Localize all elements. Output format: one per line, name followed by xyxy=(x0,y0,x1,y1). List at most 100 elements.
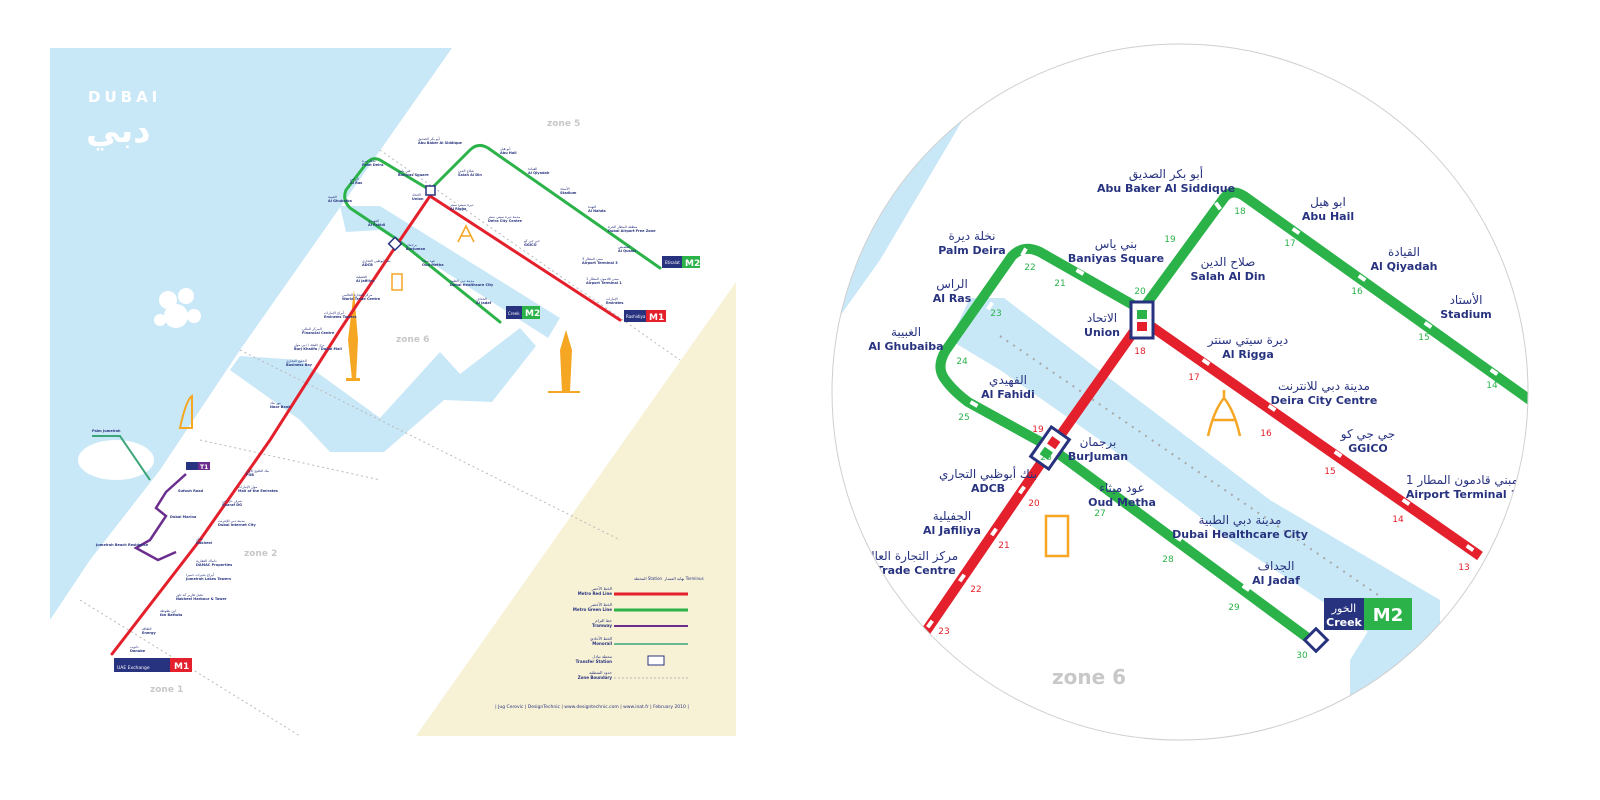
overview-green-label-ar: الغبيبة xyxy=(328,195,337,199)
overview-red-label-en: Business Bay xyxy=(286,363,313,367)
green-station-number: 28 xyxy=(1162,555,1174,565)
palm-jumeirah xyxy=(78,288,201,480)
red-station-number: 21 xyxy=(998,541,1009,551)
badge-m1-uae-exchange[interactable]: UAE Exchange M1 xyxy=(114,658,192,672)
overview-red-label-ar: الخليج التجاري xyxy=(286,359,307,363)
badge-m2-etisalat[interactable]: Etisalat M2 xyxy=(662,256,700,269)
badge-t1[interactable]: T1 xyxy=(186,462,210,471)
green-station-number: 18 xyxy=(1234,207,1246,217)
overview-red-label-ar: مبنى قادمون المطار 1 xyxy=(586,277,619,281)
overview-red-label-ar: بنك الخليج الأول xyxy=(246,468,269,473)
overview-green-label-en: Al Jadaf xyxy=(476,301,492,305)
station-tick[interactable] xyxy=(1267,404,1277,412)
overview-green-label-en: Al Rigga xyxy=(450,207,467,211)
green-station-number: 14 xyxy=(1486,381,1498,391)
badge-m2-creek[interactable]: Creek M2 xyxy=(506,306,540,319)
overview-red-label-ar: بنك أبوظبي التجاري xyxy=(362,258,391,263)
transfer-station-union[interactable] xyxy=(425,185,436,196)
overview-red-label-ar: مدينة ديرة سيتي سنتر xyxy=(487,215,520,219)
station-tick[interactable] xyxy=(1173,534,1183,542)
overview-green-label-en: BurJuman xyxy=(406,247,426,251)
station-tick[interactable] xyxy=(1489,368,1499,376)
overview-green-label-ar: أبو بكر الصديق xyxy=(418,136,440,141)
legend-label-ar: الخط الأحمر xyxy=(591,586,612,591)
overview-red-label-ar: مول الإمارات xyxy=(238,485,257,490)
legend-label-en: Transfer Station xyxy=(576,659,613,664)
overview-green-label-ar: صلاح الدين xyxy=(458,169,474,173)
city-title-ar: دبي xyxy=(86,111,151,151)
station-tick[interactable] xyxy=(969,400,979,408)
station-tick[interactable] xyxy=(1201,358,1211,366)
station-tick[interactable] xyxy=(986,301,994,311)
station-name-ar-alras: الراس xyxy=(936,277,968,292)
badge-line-code: T1 xyxy=(200,464,208,471)
zoom-green-line-north xyxy=(1137,187,1528,405)
green-station-number: 21 xyxy=(1054,279,1065,289)
station-name-ar-palmdeira: نخلة ديرة xyxy=(949,229,996,244)
creek xyxy=(230,328,536,452)
red-station-number: 13 xyxy=(1458,563,1469,573)
station-tick[interactable] xyxy=(1105,484,1115,492)
badge-m1-rashidiya[interactable]: Rashidiya M1 xyxy=(624,310,666,323)
city-title-en: DUBAI xyxy=(88,88,161,106)
overview-green-label-ar: القصيص xyxy=(618,245,630,249)
station-tick[interactable] xyxy=(990,527,998,537)
overview-green-label-en: Al Nahda xyxy=(588,209,606,213)
station-tick[interactable] xyxy=(1465,544,1475,552)
station-name-ar-wtc: مركز التجارة العال xyxy=(866,549,958,564)
station-tick[interactable] xyxy=(1357,274,1367,282)
station-name-en-healthcare: Dubai Healthcare City xyxy=(1172,528,1308,541)
station-name-ar-jafiliya: الجفيلية xyxy=(933,509,971,523)
overview-red-label-ar: داماك العقارية xyxy=(196,559,217,563)
terminus-creek[interactable] xyxy=(1302,626,1330,654)
station-tick[interactable] xyxy=(926,619,934,629)
legend-label-ar: حدود المنطقة xyxy=(589,670,612,675)
station-tick[interactable] xyxy=(1020,247,1028,257)
station-tick[interactable] xyxy=(1423,321,1433,329)
transfer-station-burjuman[interactable] xyxy=(387,236,403,252)
overview-red-label-en: World Trade Centre xyxy=(342,297,381,301)
overview-green-label-ar: ديرة سيتي سنتر xyxy=(449,203,474,207)
transfer-station-burjuman[interactable] xyxy=(1028,424,1072,472)
station-tick[interactable] xyxy=(1291,227,1301,235)
overview-green-label-en: Al Qusais xyxy=(618,249,636,253)
station-tick[interactable] xyxy=(954,347,962,357)
overview-red-label-ar: ابن بطوطة xyxy=(160,609,176,613)
frame-icon xyxy=(391,273,403,291)
overview-red-label-en: Nakheel Harbour & Tower xyxy=(176,597,227,601)
station-name-en-ghubaiba: Al Ghubaiba xyxy=(868,340,943,353)
station-tick[interactable] xyxy=(1241,584,1251,592)
overview-green-label-en: Palm Deira xyxy=(362,163,384,167)
badge-line-code: M2 xyxy=(525,309,540,319)
station-tick[interactable] xyxy=(1075,268,1085,276)
badge-station-name: Creek xyxy=(508,311,520,316)
station-tick[interactable] xyxy=(958,573,966,583)
overview-green-label-en: Al Qiyadah xyxy=(528,171,550,175)
overview-green-label-en: Salah Al Din xyxy=(458,173,482,177)
station-name-en-jadaf: Al Jadaf xyxy=(1252,574,1300,587)
station-tick[interactable] xyxy=(1214,201,1222,211)
station-name-ar-fahidi: الفهيدي xyxy=(989,373,1027,387)
station-name-ar-terminal1: مبني قادمون المطار 1 xyxy=(1406,473,1518,488)
overview-red-label-en: Financial Centre xyxy=(302,331,335,335)
station-name-en-abuhail: Abu Hail xyxy=(1302,210,1354,223)
overview-red-label-en: Deira City Centre xyxy=(488,219,523,223)
station-name-en-union: Union xyxy=(1084,326,1120,339)
badge-m2-creek-zoom[interactable]: الخور Creek M2 xyxy=(1324,598,1412,630)
station-name-ar-baniyas: بني ياس xyxy=(1095,237,1137,252)
overview-red-label-en: GGICO xyxy=(524,243,537,247)
green-station-number: 22 xyxy=(1024,263,1035,273)
station-tick[interactable] xyxy=(1018,485,1026,495)
station-tick[interactable] xyxy=(1333,450,1343,458)
overview-red-label-en: Jumeirah Lakes Towers xyxy=(185,577,231,581)
overview-red-label-ar: مدينة دبي للإنترنت xyxy=(218,519,245,524)
overview-red-label-en: Energy xyxy=(142,631,156,635)
green-station-number: 27 xyxy=(1094,509,1105,519)
station-name-en-ggico: GGICO xyxy=(1348,442,1388,455)
green-station-number: 24 xyxy=(956,357,968,367)
station-name-en-qiyadah: Al Qiyadah xyxy=(1371,260,1438,273)
overview-tram-label: Dubai Marina xyxy=(170,515,197,519)
zoom-red-line-east xyxy=(1139,315,1483,561)
transfer-station-union[interactable] xyxy=(1129,300,1155,340)
station-tick[interactable] xyxy=(1401,498,1411,506)
